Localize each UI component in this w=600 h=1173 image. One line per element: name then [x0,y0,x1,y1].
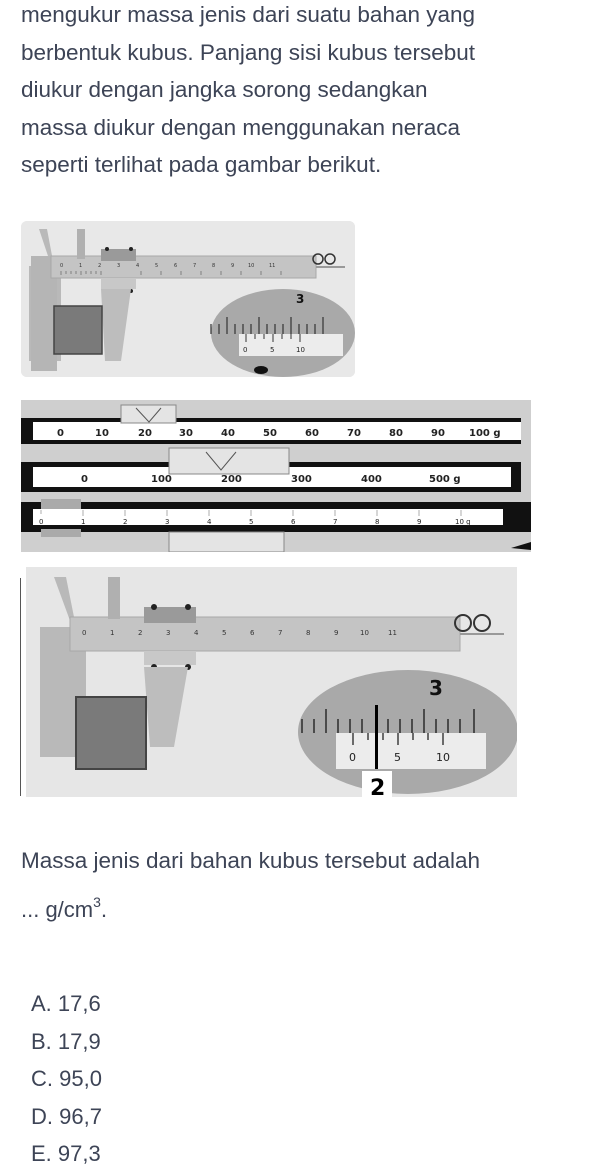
caliper-illustration-large: 0 1 2 3 4 5 6 7 8 9 10 11 3 0 5 10 2 [26,567,517,797]
question-line: Massa jenis dari bahan kubus tersebut ad… [21,848,481,873]
option-letter: A. [31,991,52,1016]
svg-text:5: 5 [155,263,158,269]
option-letter: B. [31,1028,52,1054]
svg-text:80: 80 [389,428,403,439]
caliper-figure-top: 0 1 2 3 4 5 6 7 8 9 10 11 3 0 5 10 [21,221,355,377]
option-value: 17,9 [57,1028,101,1054]
svg-text:7: 7 [278,629,282,637]
svg-text:2: 2 [370,776,385,797]
intro-line: seperti terlihat pada gambar berikut. [21,152,382,177]
svg-text:9: 9 [334,629,338,637]
question-unit-line: ... g/cm3. [21,884,591,929]
svg-text:0: 0 [81,474,88,485]
option-a[interactable]: A. 17,6 [31,985,102,1023]
question-unit: ... g/cm [21,896,94,922]
svg-text:70: 70 [347,428,361,439]
caliper-illustration: 0 1 2 3 4 5 6 7 8 9 10 11 3 0 5 10 [21,221,355,377]
svg-text:50: 50 [263,428,277,439]
caliper-figure-bottom: 0 1 2 3 4 5 6 7 8 9 10 11 3 0 5 10 2 [26,567,517,797]
svg-text:3: 3 [296,292,304,306]
option-e[interactable]: E. 97,3 [31,1135,102,1173]
svg-text:3: 3 [165,518,169,526]
svg-text:10: 10 [436,751,450,764]
question-period: . [100,896,108,922]
svg-text:5: 5 [394,751,401,764]
svg-text:400: 400 [361,474,382,485]
svg-text:20: 20 [138,428,152,439]
option-value: 96,7 [59,1103,102,1129]
svg-text:200: 200 [221,474,242,485]
svg-text:60: 60 [305,428,319,439]
option-d[interactable]: D. 96,7 [31,1098,102,1136]
figure-border-line [20,578,21,796]
svg-text:11: 11 [388,629,397,637]
svg-text:4: 4 [136,263,139,269]
svg-text:10: 10 [248,263,254,269]
svg-text:100 g: 100 g [469,428,501,439]
svg-text:0: 0 [57,428,64,439]
svg-text:10: 10 [95,428,109,439]
svg-text:100: 100 [151,474,172,485]
intro-line: massa diukur dengan menggunakan neraca [21,114,461,140]
svg-text:90: 90 [431,428,445,439]
svg-text:0: 0 [243,346,247,354]
answer-options: A. 17,6 B. 17,9 C. 95,0 D. 96,7 E. 97,3 [31,985,102,1173]
option-letter: E. [31,1141,52,1166]
svg-text:5: 5 [249,518,253,526]
svg-text:10: 10 [296,346,305,354]
intro-paragraph: mengukur massa jenis dari suatu bahan ya… [21,0,591,184]
svg-text:300: 300 [291,474,312,485]
option-value: 17,6 [57,991,101,1016]
svg-text:7: 7 [333,518,337,526]
intro-line: diukur dengan jangka sorong sedangkan [21,77,428,102]
svg-text:8: 8 [212,263,215,269]
svg-text:7: 7 [193,263,196,269]
svg-text:4: 4 [207,518,212,526]
svg-text:10 g: 10 g [455,518,471,526]
svg-text:40: 40 [221,428,235,439]
svg-text:9: 9 [417,518,421,526]
svg-text:0: 0 [349,751,356,764]
svg-text:3: 3 [429,676,443,700]
svg-text:0: 0 [60,263,63,269]
svg-text:0: 0 [82,629,86,637]
option-c[interactable]: C. 95,0 [31,1060,102,1098]
svg-text:6: 6 [174,263,177,269]
svg-text:0: 0 [39,518,43,526]
option-letter: C. [31,1066,53,1091]
svg-text:1: 1 [79,263,82,269]
svg-text:10: 10 [360,629,369,637]
svg-text:11: 11 [269,263,275,269]
svg-text:30: 30 [179,428,193,439]
svg-text:2: 2 [98,263,101,269]
svg-text:6: 6 [250,629,255,637]
question-text: Massa jenis dari bahan kubus tersebut ad… [21,842,591,928]
svg-text:1: 1 [81,518,85,526]
svg-text:2: 2 [123,518,127,526]
option-value: 95,0 [59,1066,102,1091]
intro-line: berbentuk kubus. Panjang sisi kubus ters… [21,39,476,65]
svg-text:5: 5 [270,346,274,354]
svg-text:4: 4 [194,629,199,637]
svg-text:8: 8 [375,518,379,526]
unit-exponent: 3 [93,893,101,910]
svg-text:9: 9 [231,263,234,269]
svg-text:500 g: 500 g [429,474,461,485]
svg-text:5: 5 [222,629,226,637]
svg-text:2: 2 [138,629,142,637]
option-value: 97,3 [57,1141,101,1166]
svg-text:3: 3 [117,263,120,269]
option-b[interactable]: B. 17,9 [31,1023,102,1061]
intro-line: mengukur massa jenis dari suatu bahan ya… [21,2,476,27]
svg-text:6: 6 [291,518,296,526]
svg-text:1: 1 [110,629,114,637]
option-letter: D. [31,1103,53,1129]
svg-text:3: 3 [166,629,170,637]
svg-text:8: 8 [306,629,310,637]
